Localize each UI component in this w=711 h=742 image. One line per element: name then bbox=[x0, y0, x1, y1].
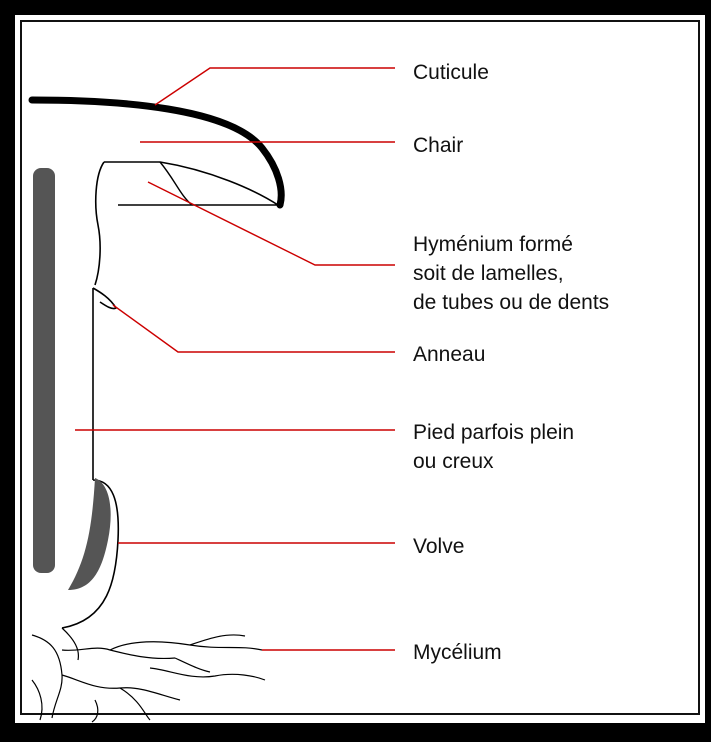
stipe-outline bbox=[95, 162, 104, 285]
leader-lines bbox=[75, 68, 395, 650]
label-mycelium: Mycélium bbox=[413, 638, 502, 667]
label-cuticule: Cuticule bbox=[413, 58, 489, 87]
leader-anneau bbox=[113, 305, 395, 352]
label-chair: Chair bbox=[413, 131, 463, 160]
label-volve: Volve bbox=[413, 532, 464, 561]
stem-dark-band bbox=[33, 168, 55, 573]
ring bbox=[93, 288, 116, 309]
mycelium-filaments bbox=[32, 628, 265, 722]
label-pied: Pied parfois plein ou creux bbox=[413, 418, 574, 476]
cap-cuticle bbox=[32, 100, 281, 205]
hymenium-fold bbox=[160, 162, 192, 205]
leader-cuticule bbox=[155, 68, 395, 105]
label-anneau: Anneau bbox=[413, 340, 485, 369]
leader-hymenium bbox=[148, 182, 395, 265]
volve-dark bbox=[68, 478, 111, 590]
label-hymenium: Hyménium formé soit de lamelles, de tube… bbox=[413, 230, 609, 317]
hymenium-wedge bbox=[104, 162, 278, 205]
